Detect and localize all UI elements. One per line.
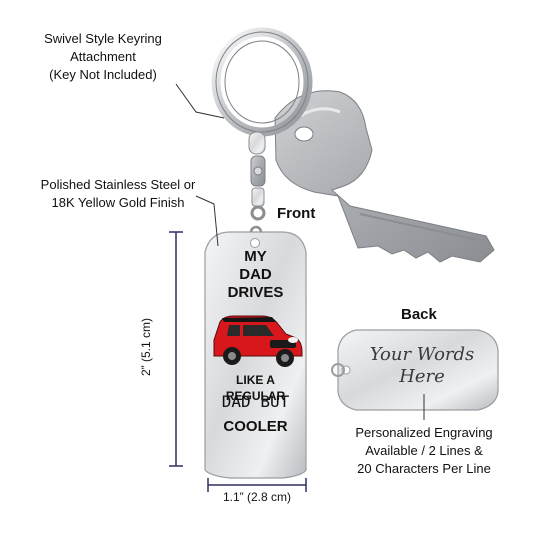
back-tag-line: Here xyxy=(399,366,445,387)
dimension-lines xyxy=(169,231,307,492)
finish-callout: Polished Stainless Steel or 18K Yellow G… xyxy=(18,176,218,212)
front-tag-line: MY xyxy=(244,248,267,265)
back-tag xyxy=(331,329,499,411)
back-tag-text: Your Words Here xyxy=(352,344,492,388)
engraving-callout-line: Available / 2 Lines & xyxy=(365,443,483,458)
back-heading: Back xyxy=(401,306,437,323)
car-icon xyxy=(213,315,303,367)
keyring-callout: Swivel Style Keyring Attachment (Key Not… xyxy=(18,30,188,84)
keyring-callout-line: Attachment xyxy=(70,49,136,64)
front-tag-title: MY DAD DRIVES xyxy=(205,248,306,302)
engraving-callout-line: Personalized Engraving xyxy=(355,425,493,440)
finish-callout-line: Polished Stainless Steel or xyxy=(40,177,196,192)
leader-lines xyxy=(175,83,425,420)
front-tag-line: DAD xyxy=(239,266,272,283)
front-heading: Front xyxy=(277,205,316,222)
keyring-callout-line: Swivel Style Keyring xyxy=(44,31,162,46)
swivel-icon xyxy=(248,131,266,239)
front-tag-line4: LIKE A REGULAR xyxy=(225,373,286,403)
front-tag-line5: DAD BUT xyxy=(221,392,290,411)
height-dimension-label: 2” (5.1 cm) xyxy=(139,318,153,377)
width-dimension-label: 1.1” (2.8 cm) xyxy=(222,490,291,504)
keyring-icon xyxy=(211,27,313,137)
key-icon xyxy=(274,90,495,263)
front-tag-line: DRIVES xyxy=(227,284,284,301)
front-tag-line6: COOLER xyxy=(223,418,288,435)
engraving-callout: Personalized Engraving Available / 2 Lin… xyxy=(334,424,514,478)
engraving-callout-line: 20 Characters Per Line xyxy=(357,461,491,476)
finish-callout-line: 18K Yellow Gold Finish xyxy=(51,195,185,210)
keyring-callout-line: (Key Not Included) xyxy=(49,67,157,82)
back-tag-line: Your Words xyxy=(369,344,475,365)
